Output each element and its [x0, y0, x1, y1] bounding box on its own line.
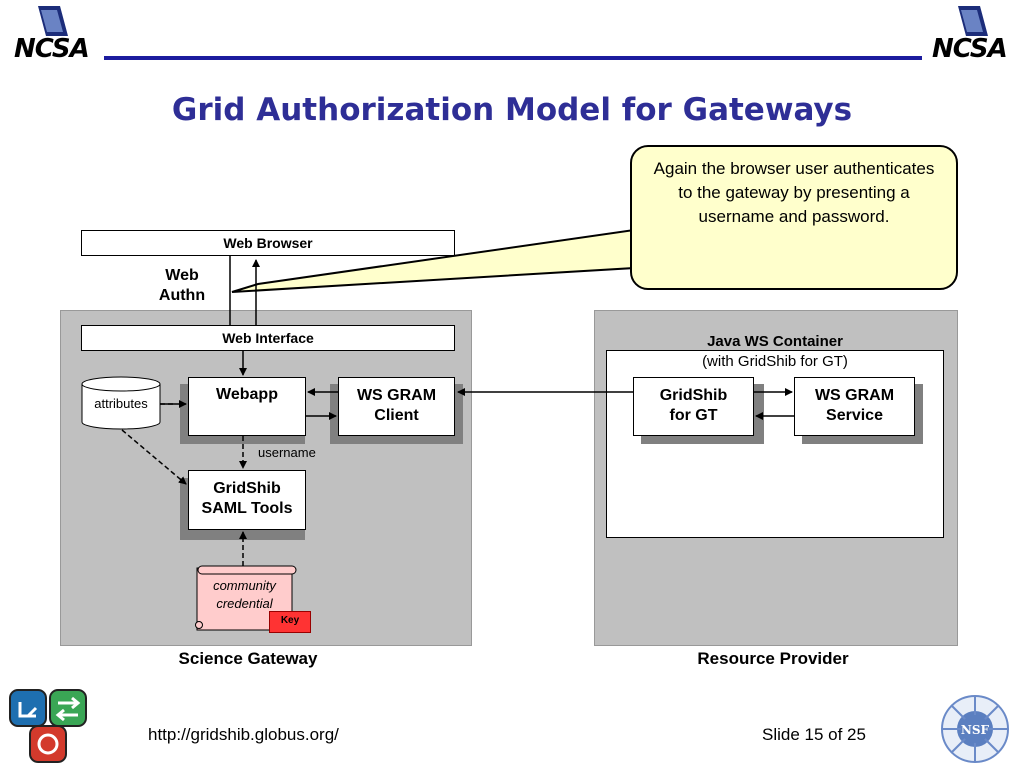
ws-gram-client-box: WS GRAM Client [338, 377, 455, 436]
key-badge: Key [269, 611, 311, 633]
resource-provider-label: Resource Provider [697, 649, 849, 668]
header-rule [104, 56, 922, 60]
globus-logo-icon [8, 688, 88, 764]
community-credential-label: community credential [213, 578, 276, 611]
web-authn-label: Web Authn [158, 267, 206, 304]
web-interface-box: Web Interface [81, 325, 455, 351]
ncsa-logo-text: NCSA [14, 34, 90, 64]
nsf-logo-text: NSF [961, 723, 990, 737]
footer-url: http://gridshib.globus.org/ [148, 725, 339, 744]
gridshib-for-gt-box: GridShib for GT [633, 377, 754, 436]
page-title: Grid Authorization Model for Gateways [171, 92, 853, 128]
container-title: Java WS Container [707, 333, 843, 350]
slide-number: Slide 15 of 25 [762, 725, 866, 744]
attributes-label: attributes [94, 396, 148, 411]
science-gateway-label: Science Gateway [178, 649, 318, 668]
ncsa-logo-right: NCSA [928, 4, 1018, 64]
ws-gram-service-box: WS GRAM Service [794, 377, 915, 436]
webapp-box: Webapp [188, 377, 306, 436]
callout-box: Again the browser user authenticates to … [630, 145, 958, 290]
ncsa-logo-left: NCSA [8, 4, 98, 64]
ncsa-emblem-icon [38, 6, 68, 36]
username-label: username [258, 445, 316, 460]
web-browser-box: Web Browser [81, 230, 455, 256]
container-subtitle: (with GridShib for GT) [702, 353, 848, 370]
ncsa-emblem-icon [958, 6, 988, 36]
ncsa-logo-text: NCSA [932, 34, 1008, 64]
nsf-logo-icon: NSF [938, 692, 1012, 766]
gridshib-saml-tools-box: GridShib SAML Tools [188, 470, 306, 530]
